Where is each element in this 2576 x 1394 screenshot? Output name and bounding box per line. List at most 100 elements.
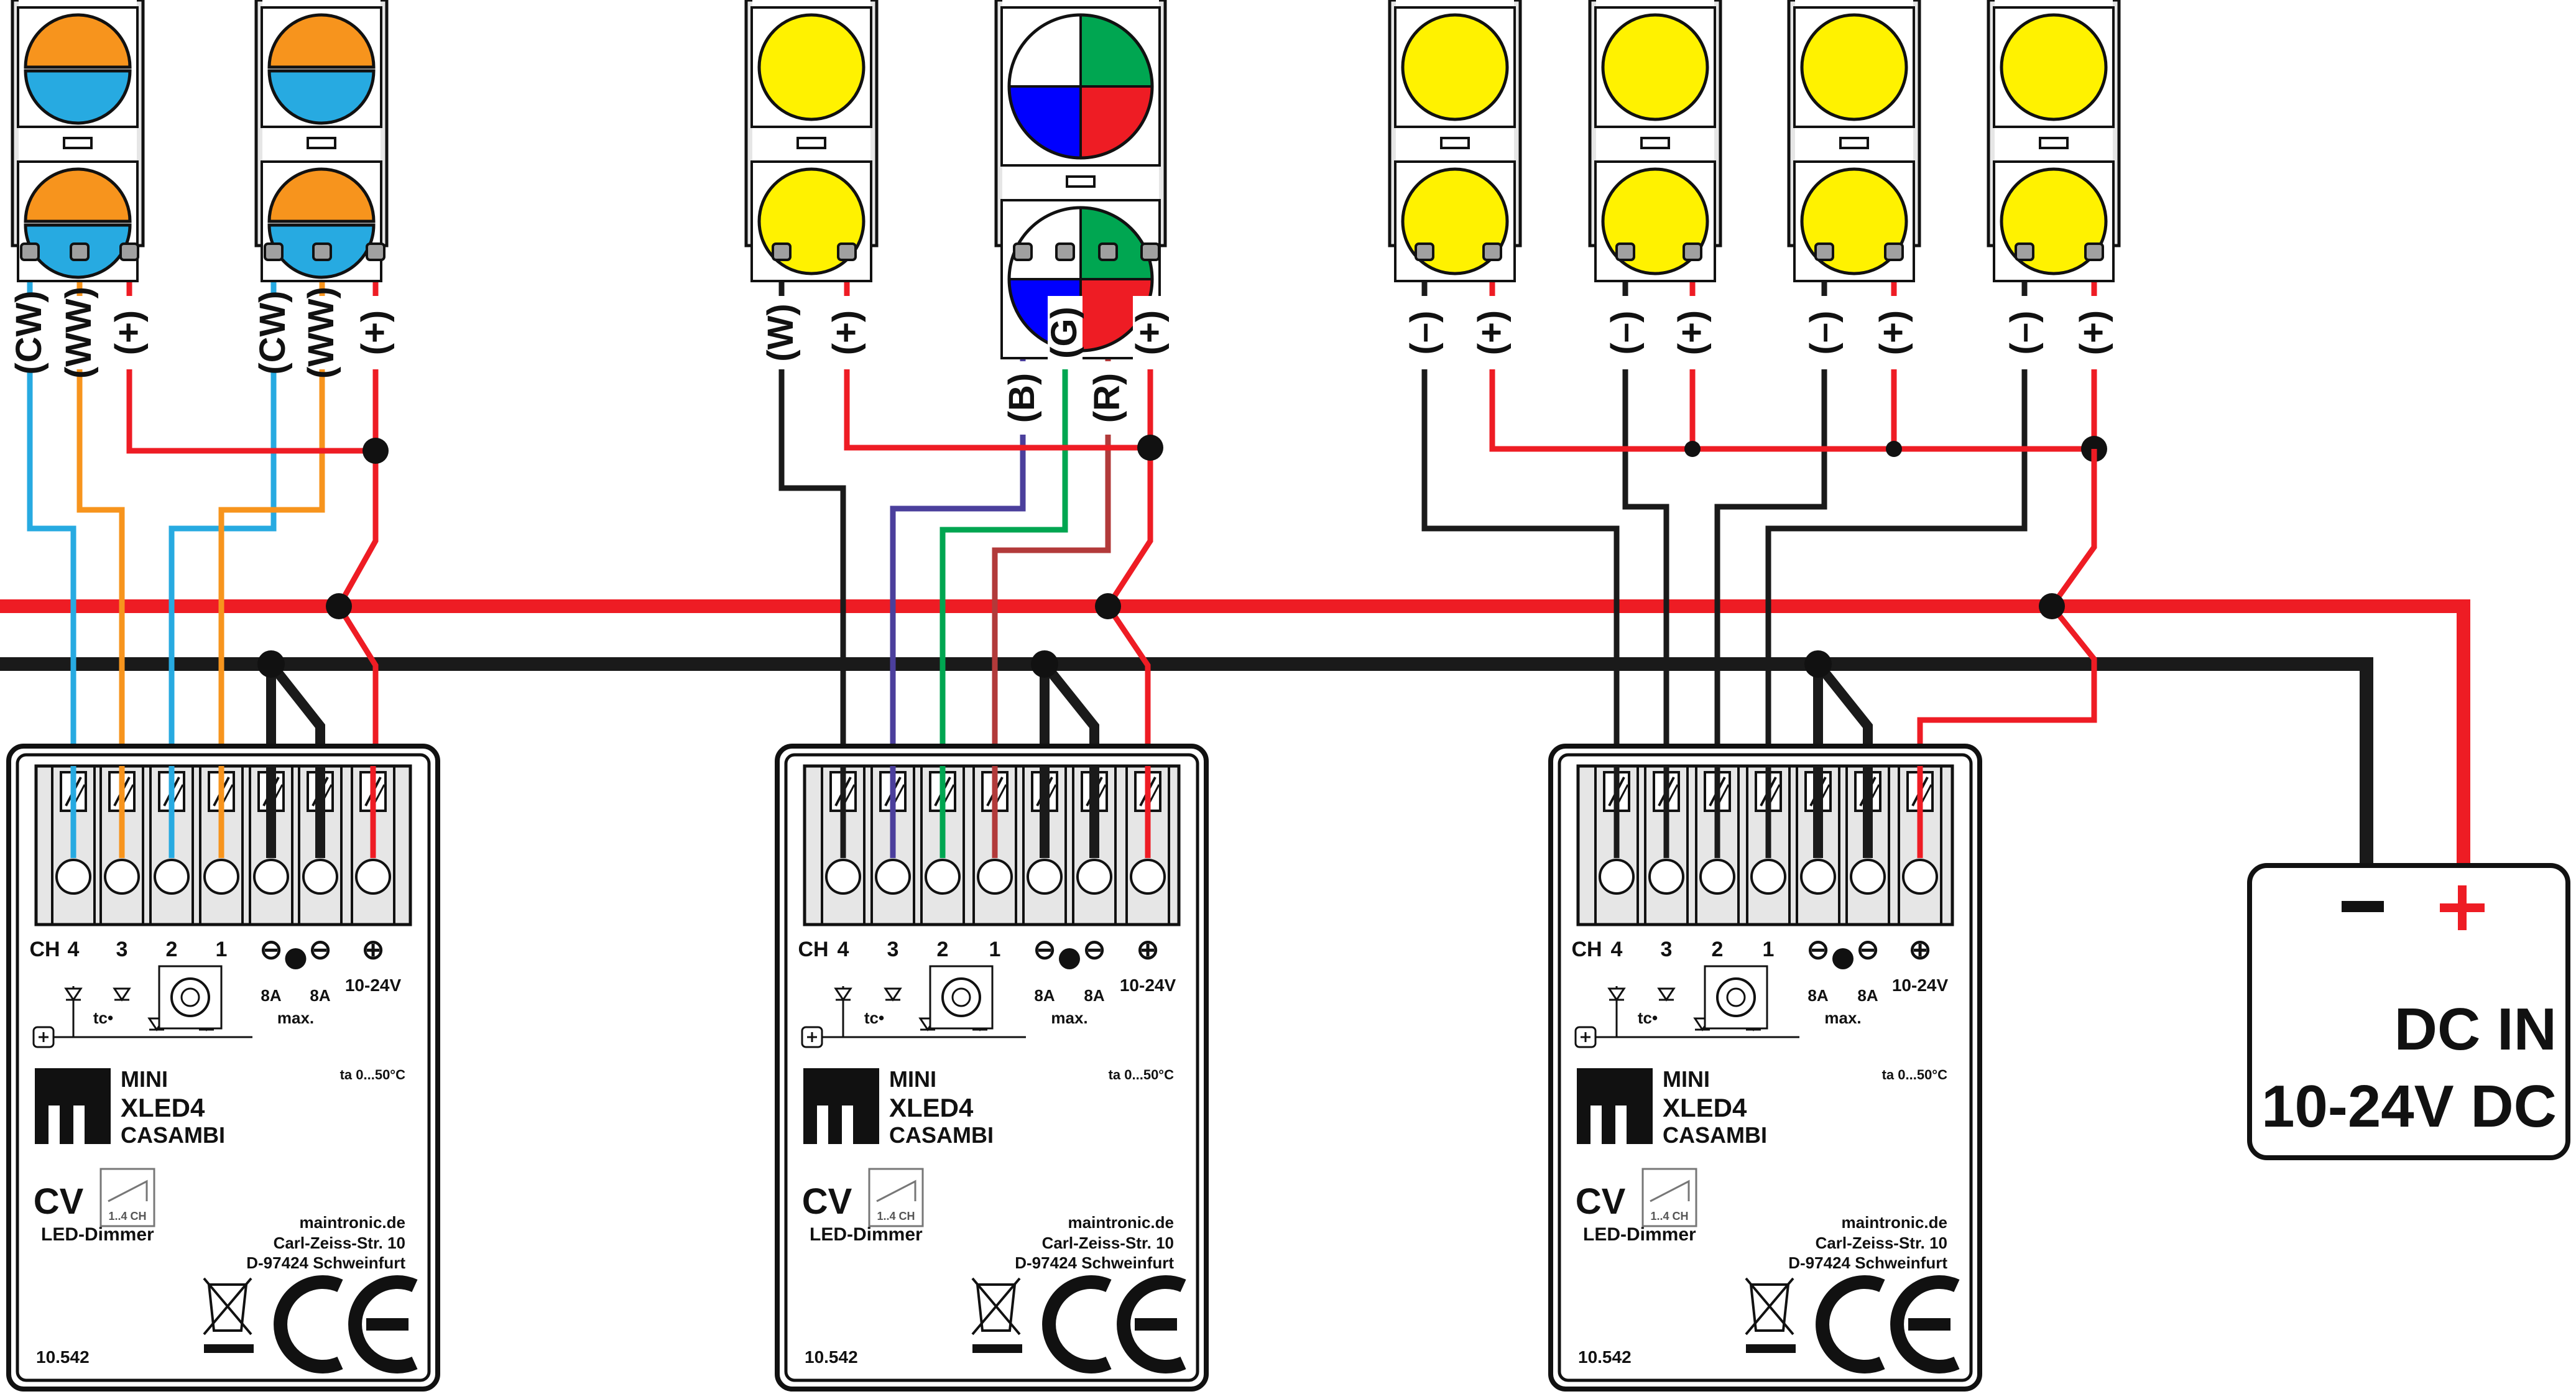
wire-label: (+) [1471,310,1512,356]
junction-dot [1137,435,1163,461]
label-voltage: 10-24V [1892,976,1949,995]
strip-tunable-white-1 [11,0,145,282]
cv-icon-ramp [108,1179,148,1202]
label-ch1: 1 [216,938,228,961]
solder-pad [772,242,792,261]
wire-label: (–) [2003,311,2044,355]
cv-icon-box [868,1168,924,1227]
label-model: 10.542 [36,1347,90,1367]
psu-label-dc-in: DC IN [2394,996,2557,1063]
solder-pad [70,242,90,261]
led-white [1601,13,1709,121]
wire-label-bg [1608,296,1643,369]
strip-rgb [994,0,1167,359]
label-ta: ta 0...50°C [1882,1067,1948,1082]
resistor [1440,137,1470,149]
label-cv: CV [34,1181,84,1222]
led-white [1800,13,1908,121]
terminal-hole [253,859,289,895]
logo-casambi: CASAMBI [121,1122,225,1148]
wire-label-bg [1407,296,1442,369]
label-city: D-97424 Schweinfurt [1788,1253,1947,1272]
terminal-hole [1076,859,1112,895]
logo-xled: XLED4 [1663,1093,1747,1122]
terminal-hole [1027,859,1063,895]
wire-label-bg [2007,296,2042,369]
label-amp2: 8A [1857,986,1878,1005]
label-ch3: 3 [887,938,899,961]
ce-mark-e [1117,1275,1186,1373]
terminal-hole [104,859,140,895]
strip-white-w [744,0,879,282]
wire-label-bg [256,296,291,369]
led-white [1401,13,1509,121]
resistor [1066,175,1096,188]
led-symbol [834,987,852,1002]
junction-dot [1886,441,1902,457]
label-ch4: 4 [1611,938,1623,961]
label-web: maintronic.de [1842,1213,1947,1232]
ce-mark-c [1816,1275,1885,1373]
wire-label-bg [1091,361,1125,435]
terminal-hole [825,859,861,895]
strip-white-3 [1787,0,1921,282]
label-cv: CV [1576,1181,1626,1222]
weee-cross [203,1277,252,1336]
label-minus: ⊖ [309,935,332,965]
button-gear-inner [180,987,200,1007]
cv-icon-ramp [876,1179,916,1202]
weee-bar [972,1344,1022,1353]
led-ww-half [24,167,132,223]
logo-mark-cut [817,1106,828,1144]
wire-minus-strip-b [1622,367,1669,771]
terminal-hole [302,859,338,895]
solder-pad [1482,242,1502,261]
terminal-hole [1648,859,1684,895]
ce-mark-c [1042,1275,1112,1373]
wire-label: (R) [1087,373,1127,423]
label-tc: tc• [1638,1009,1658,1027]
solder-pad [119,242,139,261]
wire-plus-strip1 [126,323,379,454]
wire-label: (WW) [58,287,99,379]
label-ch2: 2 [166,938,178,961]
led-white [2000,13,2108,121]
wire-label-bg [62,296,97,369]
wire-label-bg [1675,296,1710,369]
label-ch: CH [798,938,828,961]
led-symbol [64,987,83,1002]
strip-tunable-white-2 [254,0,389,282]
wire-label: (W) [760,303,801,361]
label-plus: ⊕ [362,935,385,965]
terminal-hole [1750,859,1786,895]
terminal-hole [1902,859,1938,895]
wire-label-bg [1133,296,1168,369]
wire-label: (+) [354,310,395,356]
power-supply-box [2247,863,2570,1160]
wire-minus-strip-a [1421,367,1620,771]
solder-pad [1013,242,1033,261]
terminal-hole [355,859,391,895]
cv-icon-box [99,1168,155,1227]
resistor [796,137,826,149]
led-outline [1007,13,1154,160]
solder-pad [1615,242,1635,261]
wire-label-bg [12,296,47,369]
junction-dot [1804,650,1832,678]
label-voltage: 10-24V [1120,976,1176,995]
led-symbol [884,987,902,1002]
wire-w [778,367,846,771]
terminal-hole [925,859,961,895]
solder-pad [1055,242,1075,261]
cv-icon-ramp [1650,1179,1690,1202]
wire-label-bg [1877,296,1911,369]
power-supply: DC IN 10-24V DC [2247,863,2570,1160]
logo-mark-cut [48,1106,60,1144]
label-ta: ta 0...50°C [340,1067,406,1082]
junction-dot [1095,593,1121,619]
wire-label: (+) [108,310,149,356]
led-ww-half [267,167,376,223]
psu-label-voltage: 10-24V DC [2261,1073,2557,1140]
